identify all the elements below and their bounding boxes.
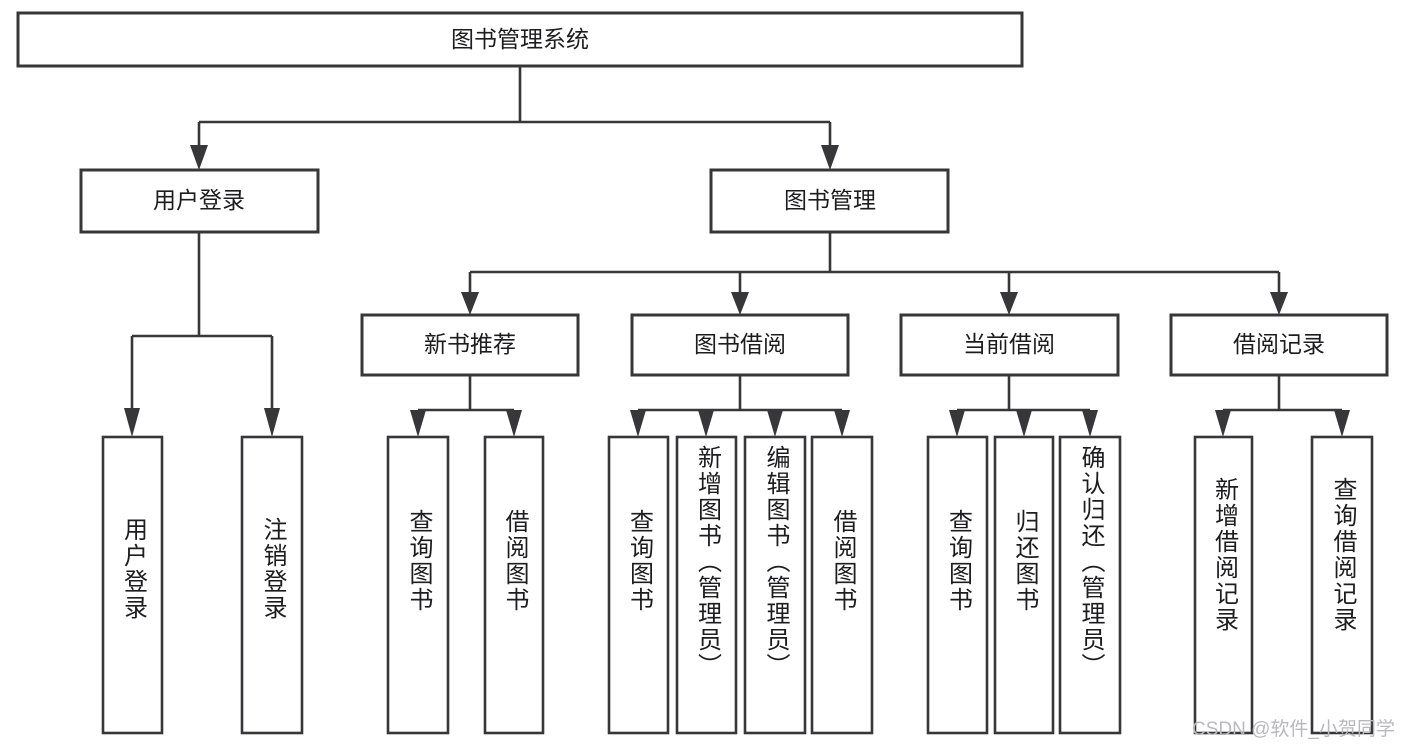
node-user-login-box[interactable]: [79, 168, 320, 234]
arrowhead-leaf-add-book: [698, 410, 714, 437]
leaf-query-book-2-box[interactable]: [607, 435, 670, 735]
node-book-manage-label: 图书管理: [784, 187, 876, 213]
leaf-query-book-1-box[interactable]: [386, 435, 450, 735]
arrowhead-leaf-query-book-1: [410, 410, 426, 437]
arrowhead-leaf-add-record: [1215, 410, 1231, 437]
node-book-borrow-box[interactable]: [630, 313, 850, 377]
node-book-manage-box[interactable]: [709, 168, 950, 234]
node-new-book-rec-box[interactable]: [360, 313, 580, 377]
arrowhead-leaf-return-book: [1016, 410, 1032, 437]
arrowhead-leaf-borrow-book-1: [506, 410, 522, 437]
node-current-borrow[interactable]: 当前借阅: [899, 313, 1120, 377]
node-new-book-rec-label: 新书推荐: [424, 331, 516, 357]
leaf-borrow-book-2-box[interactable]: [810, 435, 874, 735]
node-book-manage[interactable]: 图书管理: [709, 168, 950, 234]
node-book-borrow-label: 图书借阅: [694, 331, 786, 357]
arrowhead-leaf-edit-book: [767, 410, 783, 437]
node-user-login-label: 用户登录: [153, 187, 245, 213]
arrowhead-leaf-confirm-return: [1082, 410, 1098, 437]
node-book-borrow[interactable]: 图书借阅: [630, 313, 850, 377]
arrowhead-leaf-query-book-2: [630, 410, 646, 437]
leaf-add-book-box[interactable]: [675, 435, 738, 735]
node-root-box[interactable]: [16, 11, 1024, 68]
arrowhead-new-book-rec: [461, 292, 479, 315]
arrowhead-user-login: [190, 145, 208, 170]
node-new-book-rec[interactable]: 新书推荐: [360, 313, 580, 377]
leaf-edit-book-box[interactable]: [743, 435, 807, 735]
arrowhead-book-borrow: [731, 292, 749, 315]
arrowhead-current-borrow: [1000, 292, 1018, 315]
arrowhead-leaf-user-login: [124, 408, 140, 437]
arrowhead-book-manage: [821, 145, 839, 170]
node-current-borrow-label: 当前借阅: [963, 331, 1055, 357]
leaf-boxes-layer: [101, 435, 1374, 735]
leaf-borrow-book-1-box[interactable]: [483, 435, 545, 735]
arrowhead-leaf-logout: [264, 408, 280, 437]
arrowhead-leaf-query-record: [1334, 410, 1350, 437]
node-root[interactable]: 图书管理系统: [16, 11, 1024, 68]
leaf-confirm-return-box[interactable]: [1058, 435, 1122, 735]
arrowhead-leaf-query-book-3: [949, 410, 965, 437]
node-user-login[interactable]: 用户登录: [79, 168, 320, 234]
node-borrow-record-box[interactable]: [1169, 313, 1389, 377]
node-current-borrow-box[interactable]: [899, 313, 1120, 377]
leaf-logout-box[interactable]: [240, 435, 304, 735]
node-borrow-record[interactable]: 借阅记录: [1169, 313, 1389, 377]
node-borrow-record-label: 借阅记录: [1233, 331, 1325, 357]
leaf-return-book-box[interactable]: [993, 435, 1055, 735]
leaf-add-record-box[interactable]: [1193, 435, 1254, 735]
leaf-user-login-box[interactable]: [101, 435, 164, 735]
leaf-query-record-box[interactable]: [1310, 435, 1374, 735]
arrowhead-leaf-borrow-book-2: [834, 410, 850, 437]
connector-layer: [124, 66, 1350, 437]
leaf-query-book-3-box[interactable]: [926, 435, 989, 735]
arrowhead-borrow-record: [1270, 292, 1288, 315]
node-root-label: 图书管理系统: [451, 26, 589, 52]
watermark: CSDN @软件_小贺同学: [1192, 719, 1395, 740]
